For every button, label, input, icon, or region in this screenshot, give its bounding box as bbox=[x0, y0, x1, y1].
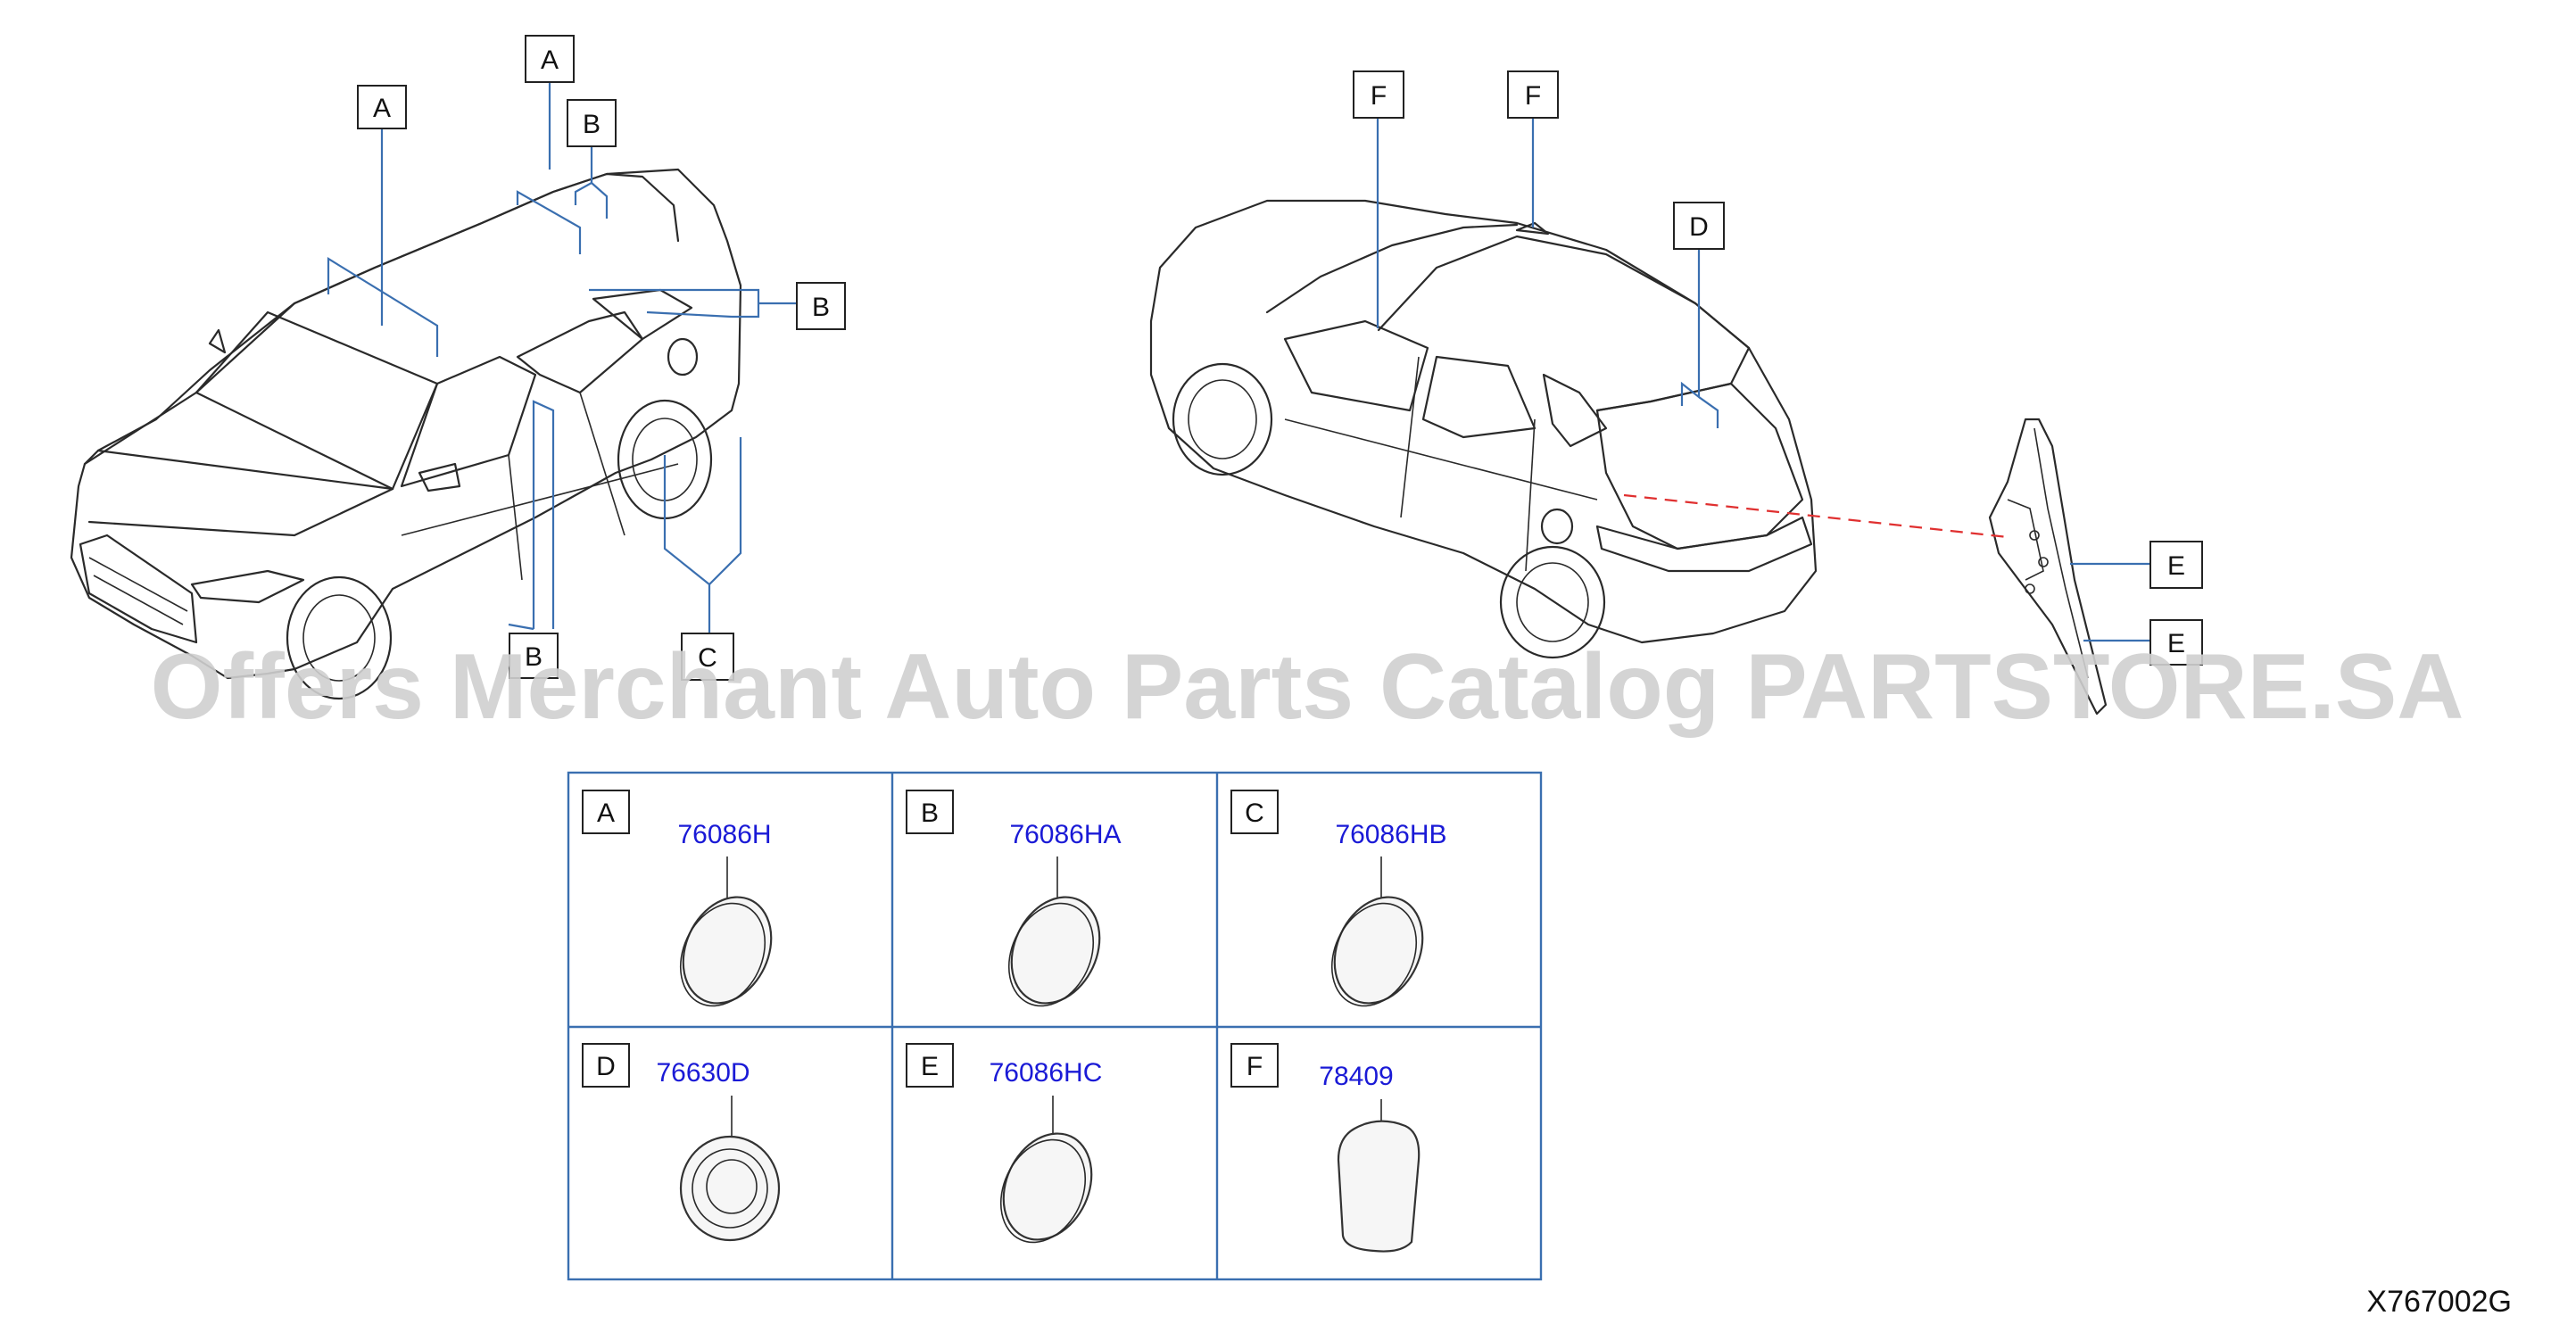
callout-e-lower[interactable]: E bbox=[2149, 619, 2203, 666]
callout-d[interactable]: D bbox=[1673, 202, 1725, 250]
cell-key-box bbox=[582, 790, 630, 834]
rear-car-illustration bbox=[1149, 199, 1818, 659]
plug-edge bbox=[1330, 902, 1418, 1007]
cell-key-label: A bbox=[597, 799, 615, 828]
callout-f-left[interactable]: F bbox=[1353, 70, 1404, 119]
cell-key-box bbox=[582, 1043, 630, 1088]
svg-text:A: A bbox=[373, 94, 391, 123]
cell-key-box bbox=[906, 790, 954, 834]
diagram-code: X767002G bbox=[2366, 1285, 2512, 1319]
svg-text:B: B bbox=[525, 642, 543, 672]
cell-key-label: F bbox=[1247, 1052, 1263, 1081]
cell-key-box bbox=[906, 1043, 954, 1088]
part-number-label[interactable]: 76086H bbox=[677, 820, 771, 849]
section-line bbox=[1623, 493, 2009, 539]
grommet-hole bbox=[706, 1159, 758, 1214]
svg-text:F: F bbox=[1371, 81, 1387, 111]
callout-e-upper[interactable]: E bbox=[2149, 541, 2203, 589]
svg-text:E: E bbox=[2167, 551, 2185, 581]
part-number-label[interactable]: 76630D bbox=[656, 1058, 750, 1088]
callout-a-top[interactable]: A bbox=[525, 35, 575, 83]
part-number-label[interactable]: 76086HC bbox=[990, 1058, 1103, 1088]
part-number-label[interactable]: 76086HB bbox=[1335, 820, 1446, 849]
svg-text:B: B bbox=[812, 293, 830, 322]
pad-seal-icon bbox=[1337, 1120, 1421, 1253]
cell-key-label: D bbox=[596, 1052, 616, 1081]
plug-edge bbox=[679, 902, 766, 1007]
cell-key-label: C bbox=[1245, 799, 1264, 828]
plug-edge bbox=[999, 1138, 1087, 1244]
part-number-label[interactable]: 76086HA bbox=[1009, 820, 1121, 849]
cell-key-label: E bbox=[921, 1052, 939, 1081]
callout-a-left[interactable]: A bbox=[357, 85, 407, 129]
parts-cell-a[interactable]: A 76086H bbox=[582, 790, 788, 1020]
svg-text:E: E bbox=[2167, 629, 2185, 658]
parts-cell-d[interactable]: D 76630D bbox=[582, 1043, 781, 1242]
pillar-panel-illustration bbox=[1988, 418, 2108, 716]
cell-key-label: B bbox=[921, 799, 939, 828]
parts-cell-c[interactable]: C 76086HB bbox=[1230, 790, 1447, 1020]
callout-f-right[interactable]: F bbox=[1507, 70, 1559, 119]
part-number-label[interactable]: 78409 bbox=[1319, 1062, 1393, 1091]
parts-cell-e[interactable]: E 76086HC bbox=[906, 1043, 1108, 1256]
svg-text:C: C bbox=[698, 643, 717, 673]
svg-text:A: A bbox=[541, 46, 559, 75]
leader-lines bbox=[327, 83, 2150, 642]
front-car-illustration bbox=[70, 168, 742, 700]
callout-b-bottom[interactable]: B bbox=[509, 633, 559, 679]
cell-key-box bbox=[1230, 1043, 1279, 1088]
svg-text:B: B bbox=[583, 110, 601, 139]
svg-text:F: F bbox=[1525, 81, 1541, 111]
watermark-text: Offers Merchant Auto Parts Catalog PARTS… bbox=[151, 635, 2464, 739]
parts-cell-f[interactable]: F 78409 bbox=[1230, 1043, 1421, 1253]
parts-table bbox=[567, 771, 1543, 1281]
svg-text:D: D bbox=[1689, 212, 1709, 242]
callout-b-right[interactable]: B bbox=[796, 282, 846, 330]
grommet-icon bbox=[679, 1135, 781, 1242]
callout-c[interactable]: C bbox=[681, 633, 734, 681]
cell-key-box bbox=[1230, 790, 1279, 834]
grommet-ring bbox=[692, 1148, 768, 1229]
callout-b-top[interactable]: B bbox=[567, 99, 617, 147]
parts-cell-b[interactable]: B 76086HA bbox=[906, 790, 1122, 1020]
plug-edge bbox=[1007, 902, 1095, 1007]
